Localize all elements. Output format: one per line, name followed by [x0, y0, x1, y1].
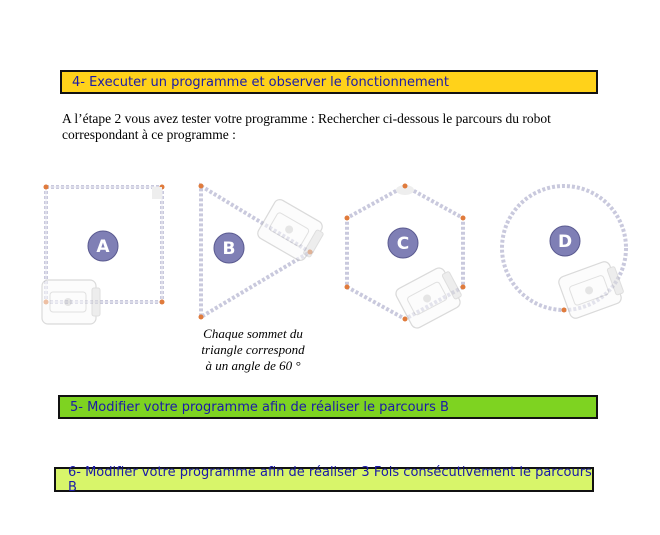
step4-banner: 4- Executer un programme et observer le …: [60, 70, 598, 94]
step6-banner: 6- Modifier votre programme afin de réal…: [54, 464, 594, 495]
triangle-path: B: [198, 182, 324, 321]
robot-icon: [257, 199, 324, 261]
square-label: A: [96, 237, 110, 257]
hexagon-label-circle: [387, 227, 419, 259]
square-vertex-dot: [43, 184, 49, 190]
instruction-paragraph: A l’étape 2 vous avez tester votre progr…: [62, 111, 582, 143]
hexagon-vertex-dot: [344, 215, 350, 221]
hexagon-vertex-dot: [402, 183, 408, 189]
triangle-label: B: [223, 239, 236, 259]
triangle-vertex-dot: [198, 183, 204, 189]
hexagon-vertex-dot: [460, 215, 466, 221]
hexagon-vertex-dot: [402, 316, 408, 322]
hexagon-top-marker: [396, 185, 414, 195]
square-vertex-dot: [159, 299, 165, 305]
triangle-vertex-dot: [198, 314, 204, 320]
robot-icon: [395, 267, 462, 329]
circle-label: D: [558, 232, 572, 252]
square-label-circle: [87, 230, 119, 262]
hexagon-vertex-dot: [344, 284, 350, 290]
circle-start-dot: [561, 307, 567, 313]
square-corner-marker: [152, 187, 162, 199]
hexagon-vertex-dot: [460, 284, 466, 290]
square-path: A: [41, 184, 165, 325]
step5-banner: 5- Modifier votre programme afin de réal…: [58, 395, 598, 419]
robot-icon: [41, 279, 101, 325]
hexagon-label: C: [397, 234, 409, 254]
circle-path: D: [500, 184, 628, 319]
triangle-label-circle: [213, 232, 245, 264]
step4-title: 4- Executer un programme et observer le …: [72, 74, 449, 90]
instruction-line-1: A l’étape 2 vous avez tester votre progr…: [62, 111, 551, 126]
step5-title: 5- Modifier votre programme afin de réal…: [70, 399, 449, 415]
triangle-note-line-2: triangle correspond: [201, 342, 305, 357]
triangle-note-line-3: à un angle de 60 °: [205, 358, 301, 373]
triangle-note: Chaque sommet du triangle correspond à u…: [192, 326, 314, 374]
triangle-outline: [199, 182, 314, 321]
triangle-note-line-1: Chaque sommet du: [203, 326, 303, 341]
square-inner-line: [45, 186, 163, 303]
instruction-line-2: correspondant à ce programme :: [62, 127, 236, 142]
hexagon-path: C: [344, 183, 466, 329]
robot-icon: [558, 261, 624, 319]
step6-title: 6- Modifier votre programme afin de réal…: [68, 464, 592, 495]
circle-label-circle: [549, 225, 581, 257]
